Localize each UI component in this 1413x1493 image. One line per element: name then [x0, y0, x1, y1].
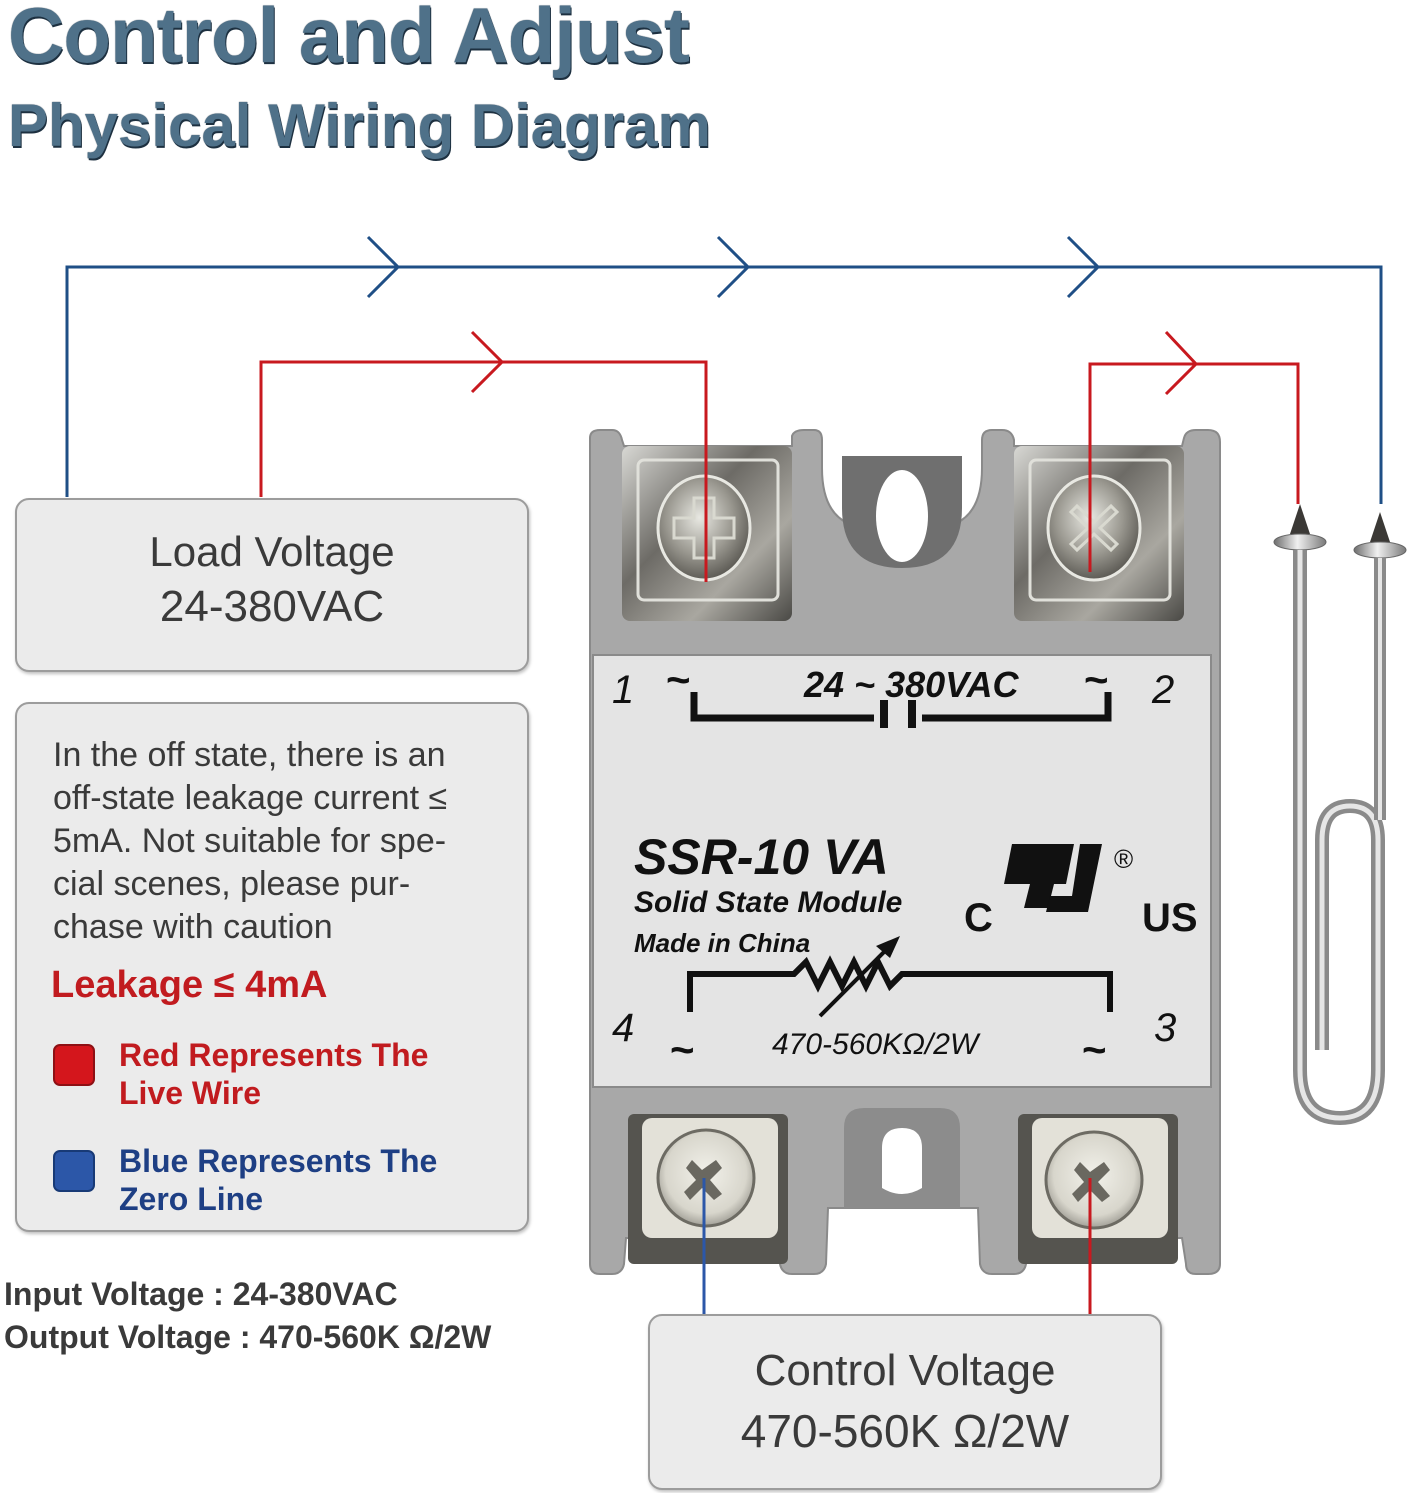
- load-voltage-box: Load Voltage 24-380VAC: [15, 498, 529, 672]
- note-line: chase with caution: [53, 908, 333, 946]
- flow-arrow-icon: [716, 235, 751, 299]
- pin-label-1: 1: [612, 668, 635, 712]
- flow-arrow-icon: [366, 235, 401, 299]
- pin-label-4: 4: [612, 1006, 635, 1050]
- pin-label-3: 3: [1154, 1006, 1177, 1050]
- control-voltage-value: 470-560K Ω/2W: [740, 1405, 1070, 1457]
- legend-zero-line: Blue Represents The Zero Line: [53, 1142, 437, 1218]
- flow-arrow-icon: [1066, 235, 1101, 299]
- cert-registered: ®: [1114, 844, 1134, 874]
- cert-c: C: [964, 896, 993, 940]
- terminal-tip-right: [1370, 512, 1390, 542]
- voltage-specs: Input Voltage : 24-380VAC Output Voltage…: [4, 1273, 491, 1359]
- load-voltage-label: Load Voltage: [149, 528, 395, 575]
- note-line: In the off state, there is an: [53, 736, 446, 774]
- ac-symbol-3: ~: [1082, 1026, 1107, 1073]
- heating-element: [1273, 504, 1407, 1126]
- adjust-arrow-shaft: [818, 942, 894, 1018]
- control-voltage-label: Control Voltage: [754, 1346, 1056, 1395]
- cert-us: US: [1142, 896, 1198, 940]
- variable-resistor-symbol: [687, 955, 1113, 1012]
- flow-arrow-icon: [470, 330, 505, 394]
- terminal-1: [622, 446, 792, 621]
- flange-left: [1273, 533, 1327, 551]
- terminal-3: [1018, 1114, 1178, 1264]
- legend-live-line1: Red Represents The: [119, 1037, 429, 1073]
- ul-logo: [978, 844, 1102, 912]
- flow-arrow-icon: [1164, 330, 1199, 396]
- label-plate: 1 ~ 24 ~ 380VAC ~ 2 SSR-10 VA Solid Stat…: [592, 654, 1212, 1088]
- mounting-hole-top: [876, 470, 928, 562]
- output-voltage-spec: Output Voltage : 470-560K Ω/2W: [4, 1319, 492, 1355]
- terminal-4: [628, 1114, 788, 1264]
- control-voltage-box: Control Voltage 470-560K Ω/2W: [648, 1314, 1162, 1490]
- schematic-symbols: [687, 692, 1113, 1018]
- ac-symbol-4: ~: [670, 1026, 695, 1073]
- module-type: Solid State Module: [634, 886, 903, 919]
- legend-zero-line2: Zero Line: [119, 1181, 264, 1217]
- ac-symbol-1: ~: [666, 656, 691, 703]
- terminal-tip-left: [1290, 504, 1310, 534]
- adjust-arrow-head: [876, 936, 900, 958]
- flange-right: [1353, 541, 1407, 559]
- red-swatch-icon: [53, 1044, 95, 1086]
- load-contact-left: [690, 692, 874, 722]
- legend-zero-line1: Blue Represents The: [119, 1143, 438, 1179]
- model-number: SSR-10 VA: [634, 829, 889, 885]
- ac-symbol-2: ~: [1084, 656, 1109, 703]
- leakage-spec: Leakage ≤ 4mA: [51, 964, 328, 1006]
- load-range-label: 24 ~ 380VAC: [804, 664, 1019, 705]
- pin-label-2: 2: [1152, 668, 1175, 712]
- terminal-2: [1014, 446, 1184, 621]
- input-voltage-spec: Input Voltage : 24-380VAC: [4, 1276, 398, 1312]
- note-line: cial scenes, please pur-: [53, 865, 411, 903]
- mounting-hole-bottom: [882, 1128, 922, 1194]
- ssr-relay: 1 ~ 24 ~ 380VAC ~ 2 SSR-10 VA Solid Stat…: [582, 428, 1224, 1278]
- load-voltage-value: 24-380VAC: [159, 582, 385, 631]
- legend-live-line2: Live Wire: [119, 1075, 261, 1111]
- load-contact-right: [922, 692, 1112, 722]
- legend-live-wire: Red Represents The Live Wire: [53, 1036, 428, 1112]
- page-title: Control and Adjust: [8, 0, 690, 79]
- note-line: off-state leakage current ≤: [53, 779, 448, 817]
- leakage-note: In the off state, there is an off-state …: [53, 734, 523, 949]
- blue-swatch-icon: [53, 1150, 95, 1192]
- origin-label: Made in China: [634, 928, 811, 958]
- note-line: 5mA. Not suitable for spe-: [53, 822, 447, 860]
- leakage-info-box: In the off state, there is an off-state …: [15, 702, 529, 1232]
- page-subtitle: Physical Wiring Diagram: [8, 92, 712, 159]
- resistance-label: 470-560KΩ/2W: [772, 1028, 979, 1061]
